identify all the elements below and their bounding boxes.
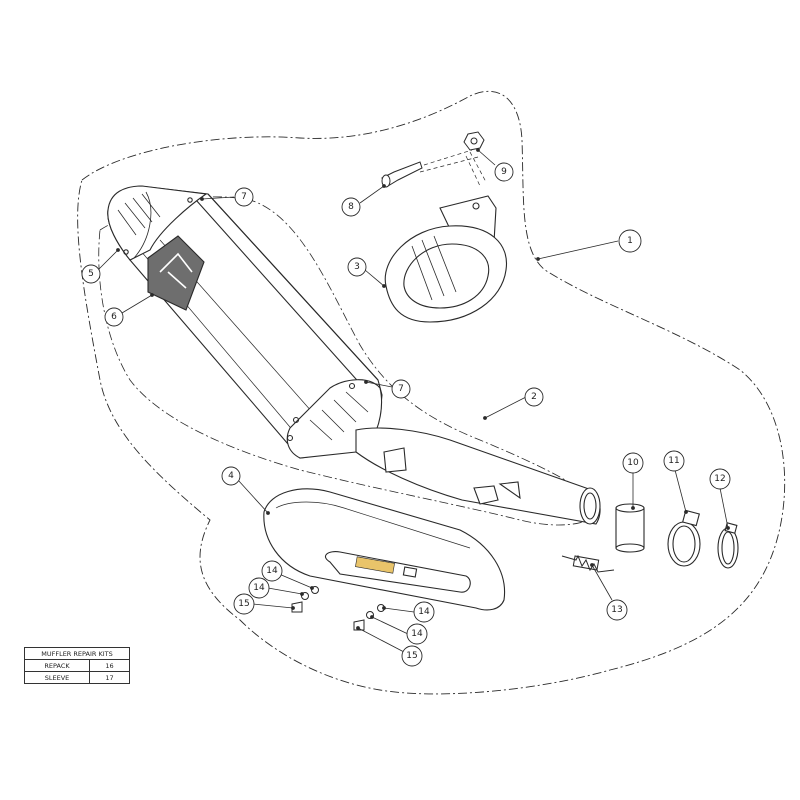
callout-4: 4 [221,466,241,486]
repair-kit-label: SLEEVE [24,671,90,684]
hanger-bracket [384,195,508,323]
svg-text:11: 11 [668,456,679,466]
spring [561,554,615,573]
callout-1: 1 [618,229,642,253]
callout-2: 2 [524,387,544,407]
callouts: 1 2 3 4 5 6 7 7 8 9 10 11 12 13 14 14 14… [81,162,731,667]
callout-12: 12 [709,468,731,490]
svg-text:13: 13 [611,605,622,615]
end-cap-front [107,185,208,261]
svg-text:2: 2 [531,392,537,402]
repair-kit-label: REPACK [24,659,90,672]
callout-14: 14 [248,577,270,599]
callout-5: 5 [81,264,101,284]
callout-15: 15 [233,593,255,615]
svg-text:14: 14 [266,566,278,576]
bolt [381,149,479,188]
clamp-11 [667,509,701,567]
repair-kit-row: SLEEVE 17 [24,671,130,684]
callout-leaders [97,148,730,653]
repair-kit-number: 16 [89,659,130,672]
callout-8: 8 [341,197,361,217]
svg-text:12: 12 [714,474,725,484]
callout-9: 9 [494,162,514,182]
assembly-outline-2 [98,196,601,526]
svg-text:5: 5 [88,269,94,279]
svg-text:14: 14 [418,607,430,617]
svg-text:14: 14 [253,583,265,593]
callout-14: 14 [406,623,428,645]
logo-plate [147,235,205,311]
callout-15: 15 [401,645,423,667]
svg-text:7: 7 [241,192,247,202]
svg-text:9: 9 [501,167,507,177]
repair-kit-row: REPACK 16 [24,659,130,672]
svg-text:15: 15 [238,599,249,609]
callout-10: 10 [622,452,644,474]
callout-14: 14 [413,601,435,623]
svg-text:3: 3 [354,262,360,272]
svg-text:14: 14 [411,629,423,639]
callout-13: 13 [606,599,628,621]
svg-text:15: 15 [406,651,417,661]
svg-text:10: 10 [627,458,639,468]
callout-14: 14 [261,560,283,582]
callout-7: 7 [391,379,411,399]
link-pipe [355,427,601,525]
svg-text:7: 7 [398,384,404,394]
svg-text:4: 4 [228,471,234,481]
callout-6: 6 [104,307,124,327]
svg-text:8: 8 [348,202,354,212]
callout-7: 7 [234,187,254,207]
fasteners [291,586,385,631]
heat-shield-badge [355,556,395,574]
clamp-12 [717,522,739,569]
heat-shield [263,488,506,611]
nut [463,131,487,187]
sleeve [615,503,645,553]
svg-text:1: 1 [627,236,633,246]
repair-kits-title: MUFFLER REPAIR KITS [24,647,130,660]
svg-text:6: 6 [111,312,117,322]
callout-11: 11 [663,450,685,472]
repair-kits-table: MUFFLER REPAIR KITS REPACK 16 SLEEVE 17 [24,647,130,684]
assembly-outline-1 [77,91,786,695]
muffler [107,185,383,459]
repair-kits-title-row: MUFFLER REPAIR KITS [24,647,130,660]
callout-3: 3 [347,257,367,277]
repair-kit-number: 17 [89,671,130,684]
